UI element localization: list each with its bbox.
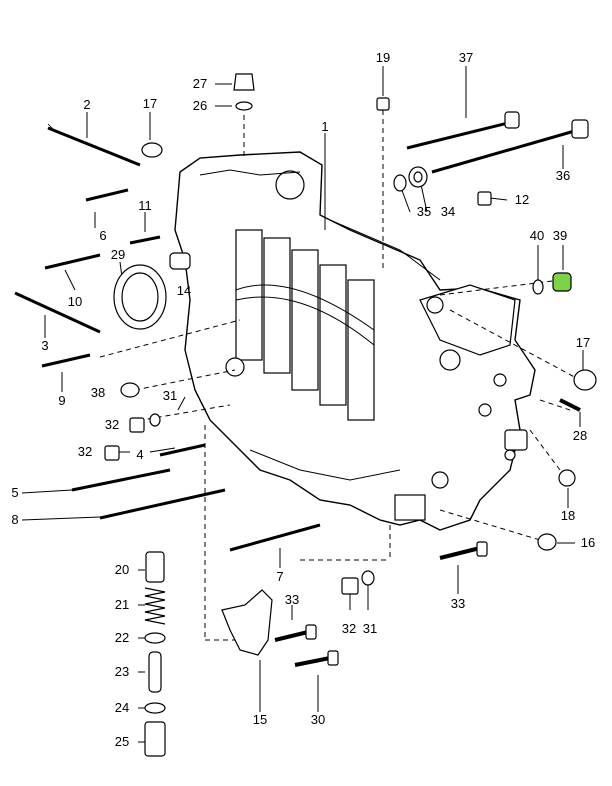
label-27: 27 — [193, 76, 207, 91]
nut-12-part — [477, 191, 492, 206]
bushing-18-part — [558, 469, 576, 487]
bolt-33-part-b — [274, 624, 317, 642]
label-21: 21 — [115, 597, 129, 612]
label-14: 14 — [177, 283, 191, 298]
plug-32-part-a — [129, 417, 145, 433]
bolt-36-part — [431, 119, 589, 174]
label-33-left: 33 — [285, 592, 299, 607]
stud-5-part — [71, 468, 171, 492]
label-24: 24 — [115, 700, 129, 715]
label-20: 20 — [115, 562, 129, 577]
stud-11-part — [129, 235, 161, 245]
label-16: 16 — [581, 535, 595, 550]
stud-4-part — [159, 443, 206, 457]
ring-22-part — [144, 632, 166, 644]
label-5: 5 — [11, 485, 18, 500]
seal-29-part — [113, 264, 167, 330]
bolt-30-part — [294, 650, 339, 667]
label-32-a: 32 — [105, 417, 119, 432]
stud-8-part — [99, 488, 226, 520]
washer-40-part — [532, 279, 544, 295]
label-1: 1 — [321, 119, 328, 134]
bolt-33-part — [439, 541, 488, 560]
loose-parts — [14, 73, 597, 757]
piston-23-part — [148, 651, 162, 693]
bushing-16-part — [537, 533, 557, 551]
label-34: 34 — [441, 204, 455, 219]
label-22: 22 — [115, 630, 129, 645]
bolt-28-part — [559, 398, 581, 412]
label-37: 37 — [459, 50, 473, 65]
plug-27-part — [233, 73, 255, 91]
label-31-bottom: 31 — [363, 621, 377, 636]
label-23: 23 — [115, 664, 129, 679]
sleeve-14-part — [169, 252, 191, 270]
label-31-left: 31 — [163, 388, 177, 403]
label-9: 9 — [58, 393, 65, 408]
label-29: 29 — [111, 247, 125, 262]
label-32-c: 32 — [342, 621, 356, 636]
oring-38-part — [120, 382, 140, 398]
callout-labels: 1 2 3 4 5 6 7 8 9 10 11 12 14 15 16 17 1… — [11, 50, 595, 749]
label-7: 7 — [276, 569, 283, 584]
label-33-right: 33 — [451, 596, 465, 611]
stud-9-part — [41, 353, 91, 368]
stud-3-part — [14, 291, 101, 334]
label-39: 39 — [553, 228, 567, 243]
label-12: 12 — [515, 192, 529, 207]
label-28: 28 — [573, 428, 587, 443]
plug-39-part-highlighted — [552, 272, 572, 292]
label-36: 36 — [556, 168, 570, 183]
label-8: 8 — [11, 512, 18, 527]
label-40: 40 — [530, 228, 544, 243]
bushing-17-part-right — [573, 369, 597, 391]
label-26: 26 — [193, 98, 207, 113]
washer-26-part — [235, 101, 253, 111]
crankcase-housing — [174, 151, 536, 531]
ring-35-part — [393, 174, 407, 192]
leader-lines — [21, 66, 584, 743]
label-38: 38 — [91, 385, 105, 400]
stud-6-part — [85, 188, 129, 202]
stud-2-part — [47, 123, 141, 167]
label-25: 25 — [115, 734, 129, 749]
label-35: 35 — [417, 204, 431, 219]
label-30: 30 — [311, 712, 325, 727]
plug-32-part-b — [104, 445, 120, 461]
nut-32-part-c — [341, 577, 359, 595]
label-10: 10 — [68, 294, 82, 309]
cap-20-part — [145, 551, 165, 583]
washer-31-part-b — [361, 570, 375, 586]
label-11: 11 — [138, 198, 152, 213]
label-19: 19 — [376, 50, 390, 65]
label-4: 4 — [136, 447, 143, 462]
label-2: 2 — [83, 97, 90, 112]
stud-10-part — [44, 253, 101, 270]
bushing-17-part — [141, 142, 163, 158]
cap-19-part — [376, 97, 390, 111]
label-6: 6 — [99, 228, 106, 243]
label-18: 18 — [561, 508, 575, 523]
spring-21-part — [144, 587, 166, 625]
label-3: 3 — [41, 338, 48, 353]
bolt-37-part — [406, 111, 520, 150]
label-17-top: 17 — [143, 96, 157, 111]
washer-24-part — [144, 702, 166, 714]
seal-34-part — [408, 166, 428, 188]
label-15: 15 — [253, 712, 267, 727]
label-32-b: 32 — [78, 444, 92, 459]
stud-7-part — [229, 523, 321, 552]
label-17-right: 17 — [576, 335, 590, 350]
bracket-15-part — [221, 589, 273, 656]
washer-31-part-a — [149, 413, 161, 427]
plug-25-part — [144, 721, 166, 757]
